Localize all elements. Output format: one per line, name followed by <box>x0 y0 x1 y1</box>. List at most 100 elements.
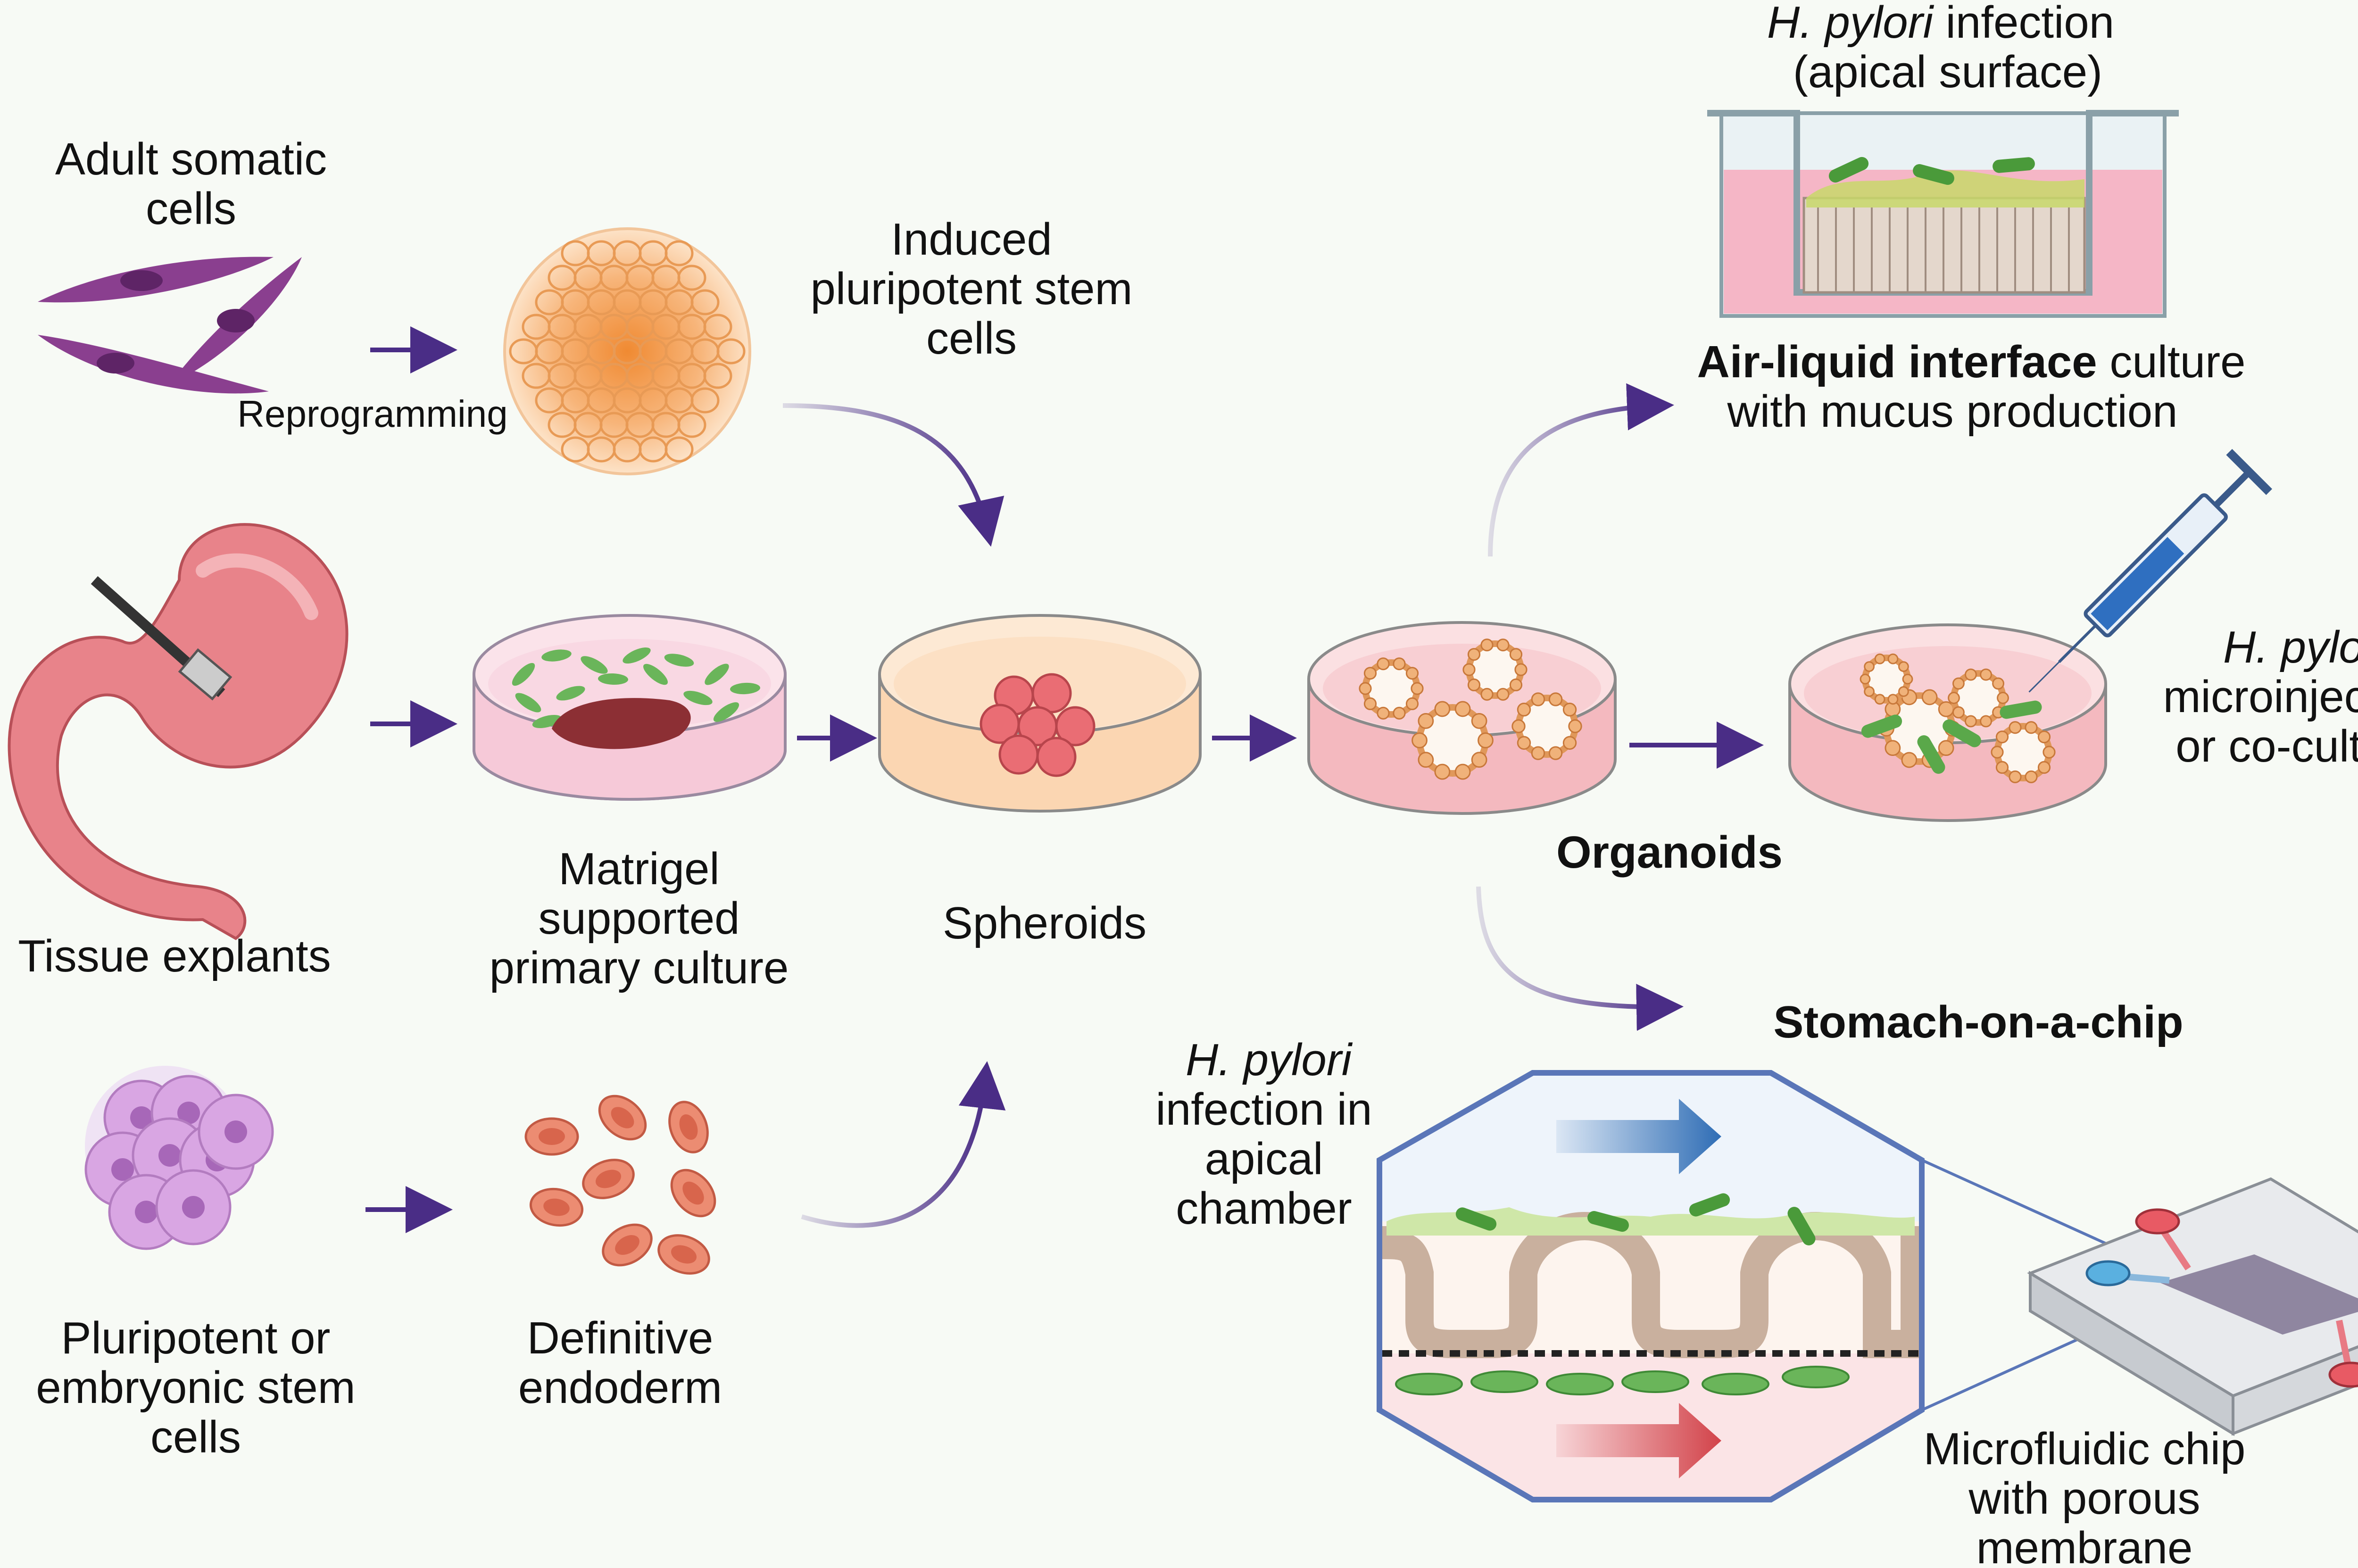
spheroid-cell <box>1055 706 1096 747</box>
organoid-bud <box>1418 752 1434 768</box>
endoderm-nucleus <box>615 1235 639 1255</box>
organoid-bud <box>1531 746 1545 760</box>
fibroblast-cell <box>683 690 713 705</box>
definitive-label-2: endoderm <box>518 1362 722 1413</box>
stem-cell-nucleus <box>135 1201 158 1223</box>
organoid-bud <box>1980 668 1993 681</box>
fibroblast-cell <box>556 686 585 701</box>
ipsc-cell <box>703 363 732 389</box>
organoid-bud <box>1860 673 1871 685</box>
endoderm-nucleus <box>682 1181 704 1205</box>
fibroblast-cell <box>705 664 729 685</box>
h-pylori-bacterium <box>1861 714 1902 738</box>
tissue-explants-label: Tissue explants <box>18 931 331 981</box>
organoid-bud <box>1562 736 1577 750</box>
stromal-cell <box>1621 1370 1689 1393</box>
endoderm-nucleus <box>679 1114 698 1140</box>
ipsc-cell <box>677 265 706 291</box>
organoid-bud <box>1885 740 1901 756</box>
organoid-bud <box>1405 667 1419 680</box>
organoid-bud <box>1991 746 2004 759</box>
hp-micro-label-2: microinjection <box>2163 672 2358 722</box>
organoid-bud <box>1948 692 1960 704</box>
hp-apical-label-1: H. pylori <box>1186 1035 1353 1085</box>
organoid-bud <box>1480 688 1494 701</box>
organoid-dish-illustration <box>1307 621 1617 815</box>
organoid-bud <box>1467 648 1481 661</box>
stromal-cell <box>1702 1373 1769 1395</box>
hp-apical-label-2: infection in <box>1156 1084 1372 1135</box>
microfluidic-chip-illustration <box>2027 1177 2358 1436</box>
organoid-bud <box>1377 657 1390 671</box>
stomach-illustration <box>8 523 349 940</box>
microfluidic-label-1: Microfluidic chip <box>1924 1424 2246 1474</box>
organoid-bud <box>1901 752 1918 768</box>
organoid-bud <box>1511 719 1526 733</box>
ipsc-label-2: pluripotent stem <box>810 264 1132 314</box>
organoid-bud <box>1454 701 1471 717</box>
stromal-cell <box>1395 1373 1463 1395</box>
hp-micro-label-1: H. pylori <box>2223 622 2358 672</box>
organoid-bud <box>1952 706 1965 719</box>
h-pylori-bacterium <box>1943 719 1981 747</box>
organoid-bud <box>2025 721 2038 734</box>
arrow-ipsc-to-spheroids <box>782 403 1005 547</box>
organoid-bud <box>1411 732 1428 748</box>
arrow-to-chip <box>1476 886 1684 1031</box>
syringe-icon <box>2028 449 2272 693</box>
organoid-bud <box>1480 639 1494 652</box>
organoid-bud <box>1898 661 1909 672</box>
transwell-illustration <box>1707 110 2179 318</box>
endoderm-nucleus <box>611 1107 634 1128</box>
spheroid-dish-illustration <box>878 614 1202 813</box>
organoid-bud <box>1478 732 1494 748</box>
ipsc-cell <box>703 314 732 340</box>
hp-infection-title: H. pylori infection <box>1767 0 2114 48</box>
stem-cell-nucleus <box>177 1102 200 1124</box>
organoid-bud <box>1874 694 1885 705</box>
fibroblast-cell <box>730 682 760 695</box>
microfluidic-label-3: membrane <box>1976 1523 2193 1568</box>
organoid-bud <box>1902 673 1913 685</box>
organoid-bud <box>1864 661 1875 672</box>
ipsc-cell <box>664 240 694 266</box>
endoderm-nucleus <box>543 1198 570 1216</box>
coculture-dish-illustration <box>1788 623 2107 822</box>
h-pylori-bacterium <box>1689 1193 1730 1217</box>
organoid-bud <box>1898 686 1909 697</box>
organoid-bud <box>2009 770 2022 783</box>
h-pylori-bacterium <box>1913 164 1954 185</box>
h-pylori-bacterium <box>1787 1207 1816 1245</box>
organoid-bud <box>1992 677 2005 690</box>
organoid-bud <box>1363 697 1377 710</box>
organoid-bud <box>1997 692 2009 704</box>
organoid-bud <box>2037 730 2051 744</box>
organoid-bud <box>1377 706 1390 720</box>
organoid-bud <box>1562 703 1577 717</box>
arrow-endoderm-to-spheroids <box>801 1061 1006 1228</box>
adult-somatic-label-2: cells <box>146 183 236 234</box>
h-pylori-bacterium <box>2000 700 2042 719</box>
fibroblast-cell <box>541 649 572 662</box>
organoid-bud <box>1517 703 1531 717</box>
fibroblast-cell <box>512 663 535 686</box>
definitive-endoderm-illustration <box>524 1095 716 1275</box>
pluripotent-label-3: cells <box>150 1412 241 1462</box>
flow-arrow-red <box>1556 1403 1721 1478</box>
organoid-bud <box>1462 663 1476 676</box>
endoderm-nucleus <box>595 1170 622 1188</box>
organoids-label: Organoids <box>1556 827 1783 878</box>
organoid-bud <box>1393 706 1406 720</box>
organoid-bud <box>1509 678 1523 691</box>
organoid-bud <box>2025 770 2038 783</box>
organoid-bud <box>1980 715 1993 728</box>
organoid-bud <box>1548 746 1563 760</box>
organoid-bud <box>2042 746 2056 759</box>
organoid-bud <box>1952 677 1965 690</box>
h-pylori-bacterium <box>1917 735 1945 774</box>
ipsc-cell <box>690 289 720 315</box>
endoderm-nucleus <box>671 1245 697 1264</box>
mucus-label: with mucus production <box>1727 386 2177 437</box>
stromal-cell <box>1546 1373 1614 1395</box>
fibroblast-cell <box>643 664 668 685</box>
